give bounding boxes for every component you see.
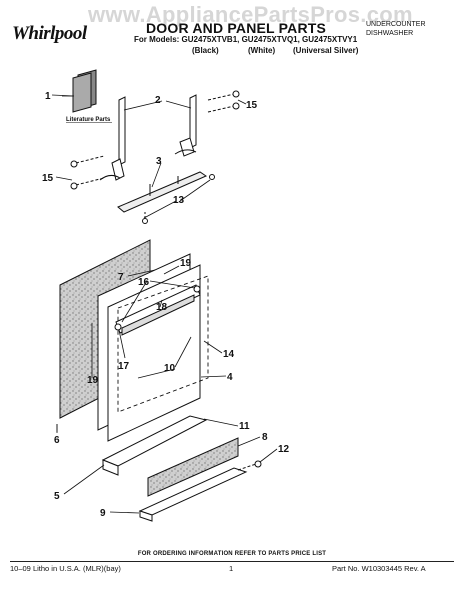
callout-1: 1 — [45, 91, 51, 102]
variant-black: (Black) — [192, 46, 219, 55]
callout-13: 13 — [173, 195, 185, 206]
callout-15-top: 15 — [246, 100, 258, 111]
callout-17: 17 — [118, 361, 130, 372]
door-handle — [114, 284, 201, 336]
model-list: For Models: GU2475XTVB1, GU2475XTVQ1, GU… — [134, 35, 358, 44]
left-door-bracket — [99, 96, 126, 181]
appliance-category: UNDERCOUNTER DISHWASHER — [366, 20, 426, 38]
callout-7: 7 — [118, 272, 124, 283]
callout-4: 4 — [227, 372, 233, 383]
callout-12: 12 — [278, 444, 290, 455]
bracket-screws-right — [207, 90, 240, 113]
callout-16: 16 — [138, 277, 150, 288]
category-line-1: UNDERCOUNTER — [366, 21, 426, 28]
page-number: 1 — [229, 564, 234, 573]
callout-19-left: 19 — [87, 375, 99, 386]
page-title: DOOR AND PANEL PARTS — [146, 20, 327, 36]
callout-6: 6 — [54, 435, 60, 446]
callout-10: 10 — [164, 363, 176, 374]
kick-plate — [138, 467, 248, 522]
callout-3: 3 — [156, 156, 162, 167]
litho-info: 10–09 Litho in U.S.A. (MLR)(bay) — [10, 564, 121, 573]
right-door-bracket — [174, 94, 197, 157]
variant-white: (White) — [248, 46, 276, 55]
callout-9: 9 — [100, 508, 106, 519]
literature-parts-booklet — [62, 69, 97, 113]
variant-universal-silver: (Universal Silver) — [293, 46, 359, 55]
callout-18: 18 — [156, 302, 168, 313]
callout-14: 14 — [223, 349, 235, 360]
bracket-screws-left — [70, 155, 105, 190]
callout-leader-lines — [51, 94, 278, 514]
brand-logo: Whirlpool — [12, 23, 87, 44]
callout-8: 8 — [262, 432, 268, 443]
toe-panel-insulation — [147, 437, 239, 497]
ordering-note: FOR ORDERING INFORMATION REFER TO PARTS … — [137, 551, 327, 557]
category-line-2: DISHWASHER — [366, 30, 414, 37]
kick-plate-screw — [237, 460, 262, 471]
callout-5: 5 — [54, 491, 60, 502]
callout-15-left: 15 — [42, 173, 54, 184]
exploded-parts-diagram: Literature Parts — [42, 69, 290, 522]
callout-2: 2 — [155, 95, 161, 106]
callout-19-top: 19 — [180, 258, 192, 269]
door-hinge-rail — [117, 171, 215, 224]
footer-divider — [10, 561, 454, 562]
toe-panel — [101, 415, 208, 476]
watermark-text: www.AppliancePartsPros.com — [88, 2, 413, 27]
literature-parts-label: Literature Parts — [66, 117, 111, 123]
document-part-number: Part No. W10303445 Rev. A — [332, 564, 426, 573]
callout-11: 11 — [239, 421, 250, 432]
inner-door-panel — [117, 275, 209, 413]
